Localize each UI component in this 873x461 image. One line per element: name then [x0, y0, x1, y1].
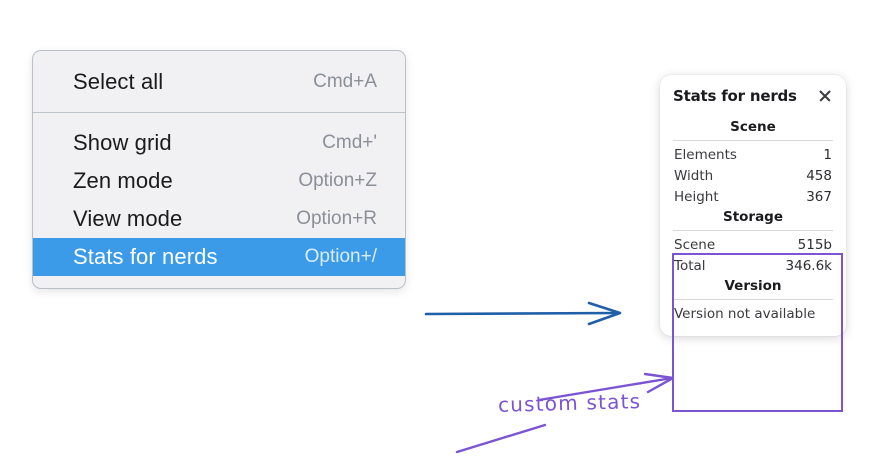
stat-label: Total [674, 257, 706, 274]
stat-label: Width [674, 167, 714, 184]
stats-for-nerds-panel: Stats for nerds Scene Elements 1 Width 4… [660, 75, 846, 336]
stats-panel-title: Stats for nerds [673, 87, 797, 105]
menu-item-shortcut: Option+/ [304, 246, 377, 267]
menu-group-2: Show grid Cmd+' Zen mode Option+Z View m… [33, 113, 405, 288]
menu-item-view-mode[interactable]: View mode Option+R [33, 200, 405, 238]
menu-group-1: Select all Cmd+A [33, 51, 405, 112]
stats-section-storage: Storage Scene 515b Total 346.6k [673, 207, 833, 276]
stat-label: Elements [674, 146, 737, 163]
custom-stats-annotation-label: custom stats [497, 389, 642, 417]
section-rule [673, 230, 833, 231]
menu-item-stats-for-nerds[interactable]: Stats for nerds Option+/ [33, 238, 405, 276]
stat-value: 458 [806, 167, 832, 184]
stat-row: Elements 1 [673, 144, 833, 165]
version-note: Version not available [674, 306, 816, 322]
stats-section-version: Version Version not available [673, 276, 833, 325]
menu-item-label: Show grid [73, 130, 172, 155]
close-icon[interactable] [817, 88, 833, 104]
stat-row: Width 458 [673, 165, 833, 186]
stat-label: Height [674, 188, 719, 205]
stat-row: Total 346.6k [673, 255, 833, 276]
menu-item-label: Zen mode [73, 168, 173, 193]
menu-item-label: Select all [73, 69, 164, 94]
section-title: Version [724, 278, 782, 294]
section-rule [673, 299, 833, 300]
stat-label: Scene [674, 236, 716, 253]
menu-item-shortcut: Option+Z [298, 170, 377, 191]
stat-row: Scene 515b [673, 234, 833, 255]
blue-arrow-annotation [424, 301, 622, 326]
stat-value: 515b [797, 236, 832, 253]
section-rule [673, 140, 833, 141]
menu-item-shortcut: Cmd+A [313, 71, 377, 92]
menu-item-select-all[interactable]: Select all Cmd+A [33, 63, 405, 101]
menu-item-shortcut: Option+R [296, 208, 377, 229]
stats-panel-header: Stats for nerds [673, 87, 833, 105]
context-menu: Select all Cmd+A Show grid Cmd+' Zen mod… [32, 50, 406, 289]
stat-row: Height 367 [673, 186, 833, 207]
menu-item-label: Stats for nerds [73, 244, 218, 269]
purple-underline-stroke [455, 423, 547, 454]
stats-section-scene: Scene Elements 1 Width 458 Height 367 [673, 117, 833, 207]
stat-value: 346.6k [785, 257, 832, 274]
section-title: Scene [730, 119, 776, 135]
menu-divider [33, 112, 405, 113]
menu-item-shortcut: Cmd+' [322, 132, 377, 153]
stat-value: 367 [806, 188, 832, 205]
stat-value: 1 [823, 146, 832, 163]
menu-item-zen-mode[interactable]: Zen mode Option+Z [33, 162, 405, 200]
section-title: Storage [722, 209, 784, 225]
menu-item-label: View mode [73, 206, 183, 231]
menu-item-show-grid[interactable]: Show grid Cmd+' [33, 124, 405, 162]
